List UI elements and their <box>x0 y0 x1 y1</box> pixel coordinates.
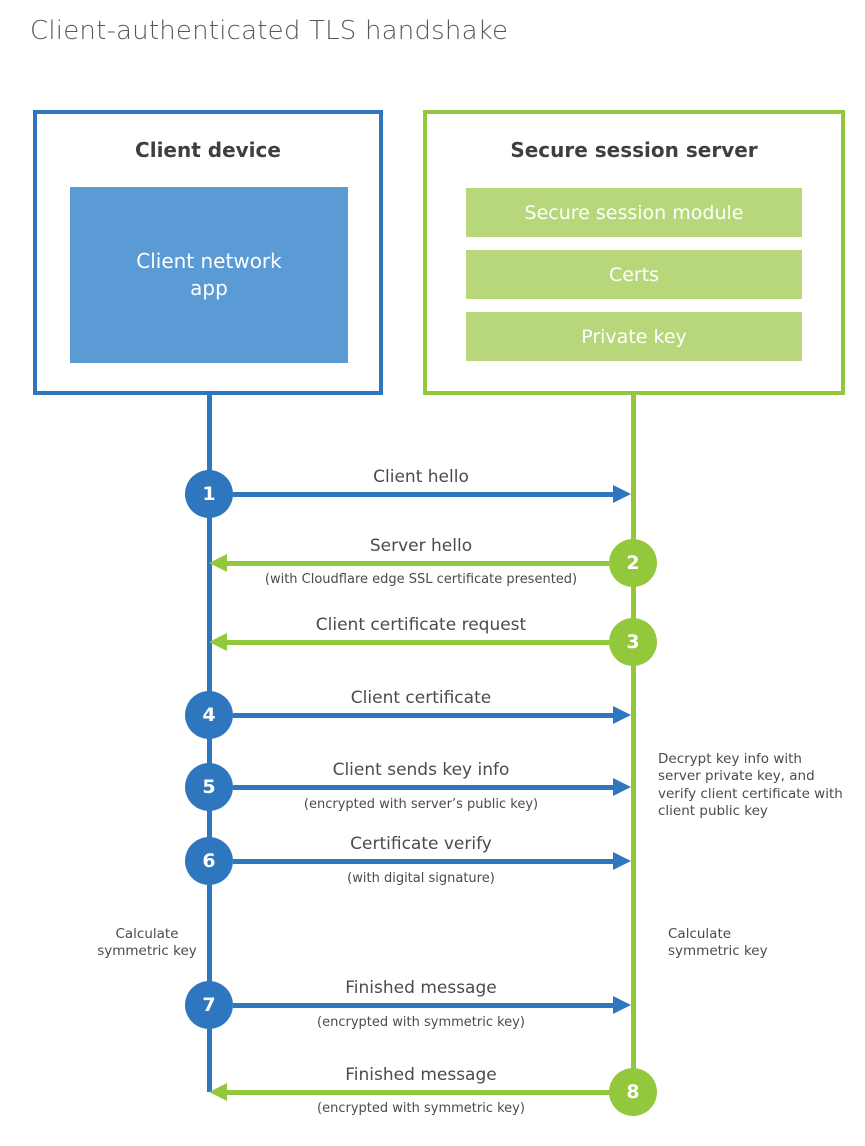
step-8-arrowhead-icon <box>209 1083 227 1101</box>
step-4-label: Client certificate <box>350 688 492 708</box>
step-6-label: Certificate verify <box>350 834 492 854</box>
step-7-arrowhead-icon <box>613 996 631 1014</box>
step-1-label: Client hello <box>373 467 469 487</box>
step-2-arrowhead-icon <box>209 554 227 572</box>
step-8-sublabel: (encrypted with symmetric key) <box>317 1101 525 1116</box>
step-7-sublabel: (encrypted with symmetric key) <box>317 1015 525 1030</box>
step-2-arrow <box>227 561 609 566</box>
step-8-number: 8 <box>626 1081 640 1103</box>
step-5-number: 5 <box>202 776 216 798</box>
step-4-arrow <box>233 713 613 718</box>
step-8-circle: 8 <box>609 1068 657 1116</box>
step-3-circle: 3 <box>609 618 657 666</box>
step-3-arrowhead-icon <box>209 633 227 651</box>
step-3-arrow <box>227 640 609 645</box>
step-1-arrow <box>233 492 613 497</box>
server-module-secure-session: Secure session module <box>466 188 802 237</box>
step-8-arrow <box>227 1090 609 1095</box>
step-5-arrowhead-icon <box>613 778 631 796</box>
step-5-circle: 5 <box>185 763 233 811</box>
step-3-label: Client certificate request <box>315 615 527 635</box>
step-7-number: 7 <box>202 994 216 1016</box>
step-2-label: Server hello <box>369 536 473 556</box>
note-calculate-symmetric-key-client: Calculate symmetric key <box>97 926 197 960</box>
server-module-private-key: Private key <box>466 312 802 361</box>
step-7-arrow <box>233 1003 613 1008</box>
step-4-arrowhead-icon <box>613 706 631 724</box>
step-3-number: 3 <box>626 631 640 653</box>
step-2-number: 2 <box>626 552 640 574</box>
server-module-certs: Certs <box>466 250 802 299</box>
client-network-app-box: Client network app <box>70 187 348 363</box>
step-1-number: 1 <box>202 483 216 505</box>
step-7-circle: 7 <box>185 981 233 1029</box>
step-7-label: Finished message <box>345 978 497 998</box>
step-2-sublabel: (with Cloudflare edge SSL certificate pr… <box>264 572 578 587</box>
step-2-circle: 2 <box>609 539 657 587</box>
step-6-sublabel: (with digital signature) <box>347 871 495 886</box>
step-1-circle: 1 <box>185 470 233 518</box>
secure-session-server-box: Secure session server Secure session mod… <box>423 110 845 395</box>
note-calculate-symmetric-key-server: Calculate symmetric key <box>668 926 768 960</box>
client-device-title: Client device <box>135 138 281 162</box>
step-5-label: Client sends key info <box>332 760 510 780</box>
step-6-arrowhead-icon <box>613 852 631 870</box>
step-8-label: Finished message <box>345 1065 497 1085</box>
client-device-box: Client device Client network app <box>33 110 383 395</box>
step-6-arrow <box>233 859 613 864</box>
page-title: Client-authenticated TLS handshake <box>30 16 509 46</box>
server-lifeline <box>631 393 636 1094</box>
step-5-arrow <box>233 785 613 790</box>
client-network-app-label: Client network app <box>136 249 282 300</box>
step-5-sublabel: (encrypted with server’s public key) <box>303 797 539 812</box>
step-6-number: 6 <box>202 850 216 872</box>
step-4-number: 4 <box>202 704 216 726</box>
step-6-circle: 6 <box>185 837 233 885</box>
step-1-arrowhead-icon <box>613 485 631 503</box>
step-4-circle: 4 <box>185 691 233 739</box>
note-decrypt-key-info: Decrypt key info with server private key… <box>658 751 843 819</box>
secure-session-server-title: Secure session server <box>510 138 758 162</box>
client-lifeline <box>207 393 212 1092</box>
